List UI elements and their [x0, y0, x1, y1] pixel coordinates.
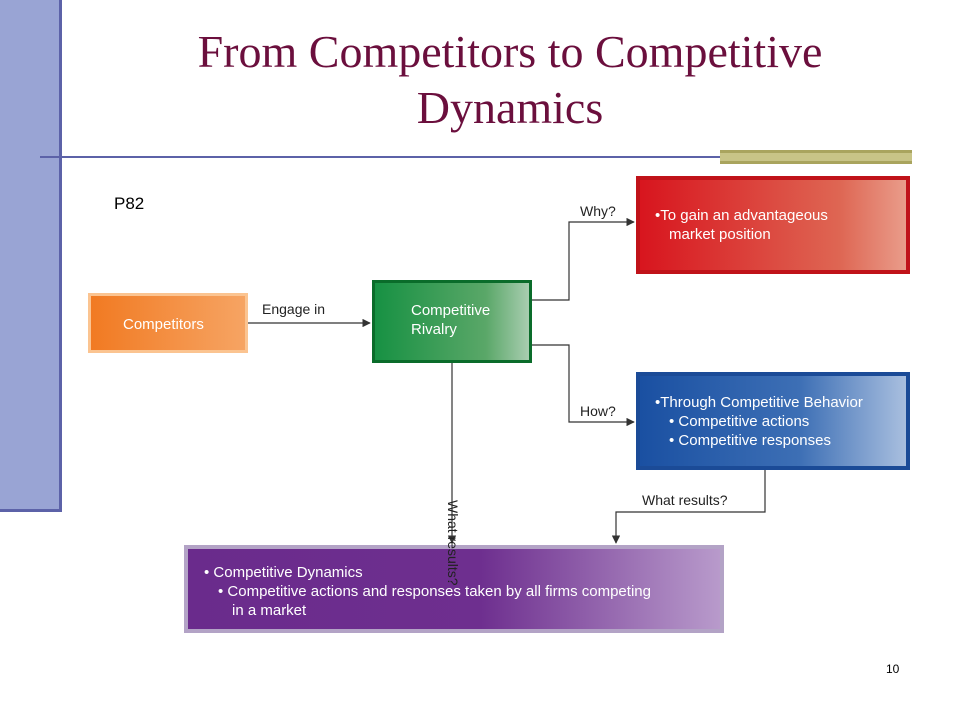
- page-reference: P82: [114, 194, 145, 213]
- competitive-rivalry-node: Competitive Rivalry: [372, 280, 532, 363]
- why-result-line-1: •To gain an advantageous: [655, 207, 828, 224]
- how-result-node: •Through Competitive Behavior • Competit…: [636, 372, 910, 470]
- rivalry-line-2: Rivalry: [411, 321, 457, 338]
- why-result-node: •To gain an advantageous market position: [636, 176, 910, 274]
- slide-number: 10: [886, 662, 900, 676]
- why-arrow: [532, 217, 635, 301]
- engage-in-label: Engage in: [262, 301, 326, 317]
- slide-title: From Competitors to Competitive Dynamics: [197, 26, 823, 133]
- rivalry-line-1: Competitive: [411, 302, 491, 319]
- how-result-line-2: • Competitive actions: [669, 413, 810, 430]
- left-accent-bar: [0, 0, 62, 512]
- dynamics-line-3: in a market: [232, 602, 307, 619]
- how-result-line-3: • Competitive responses: [669, 432, 831, 449]
- dynamics-line-2: • Competitive actions and responses take…: [218, 583, 651, 600]
- title-divider: [40, 156, 912, 158]
- what-results-bottom-arrow: [611, 470, 766, 544]
- why-result-line-2: market position: [669, 226, 771, 243]
- what-results-vertical-label: What results?: [445, 500, 461, 586]
- competitors-node: Competitors: [88, 293, 248, 353]
- dynamics-line-1: • Competitive Dynamics: [204, 564, 363, 581]
- why-label: Why?: [580, 203, 616, 219]
- what-results-bottom-label: What results?: [642, 492, 728, 508]
- how-result-line-1: •Through Competitive Behavior: [655, 394, 863, 411]
- competitors-label: Competitors: [123, 316, 204, 333]
- how-arrow: [532, 344, 635, 427]
- title-accent-bar: [720, 150, 912, 164]
- competitive-dynamics-node: • Competitive Dynamics • Competitive act…: [184, 545, 724, 633]
- how-label: How?: [580, 403, 616, 419]
